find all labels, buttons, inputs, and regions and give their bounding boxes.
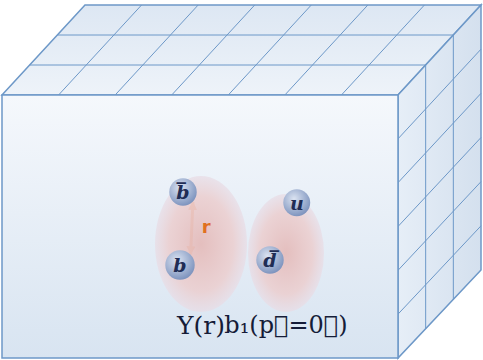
hadron-label: Υ(r) — [177, 312, 225, 340]
quark-label: u — [290, 194, 304, 213]
quark-ball-fill — [165, 250, 194, 279]
distance-label: r — [202, 218, 211, 236]
hadron-outline — [248, 194, 324, 312]
hadron-label: b₁(p⃗=0⃗) — [224, 312, 347, 338]
quark-node: b̅ — [169, 178, 197, 206]
quark-ball-fill — [256, 246, 283, 273]
quark-label: b̅ — [176, 183, 189, 202]
quark-ball-fill — [284, 190, 311, 217]
quark-label: b — [173, 256, 186, 275]
quark-node: d̅ — [256, 246, 284, 274]
hadron-outline — [155, 176, 247, 312]
quark-ball-fill — [169, 178, 196, 205]
hadron-node: Υ(r)b̅b — [155, 176, 247, 312]
lattice-top — [2, 5, 481, 95]
lattice-front — [2, 95, 398, 358]
quark-node: u — [283, 189, 310, 216]
hadron-node: b₁(p⃗=0⃗)ud̅ — [248, 194, 324, 312]
quark-node: b — [165, 250, 195, 280]
quark-label: d̅ — [263, 251, 276, 270]
hadron-ellipse — [155, 176, 247, 312]
lattice-side — [398, 5, 481, 358]
